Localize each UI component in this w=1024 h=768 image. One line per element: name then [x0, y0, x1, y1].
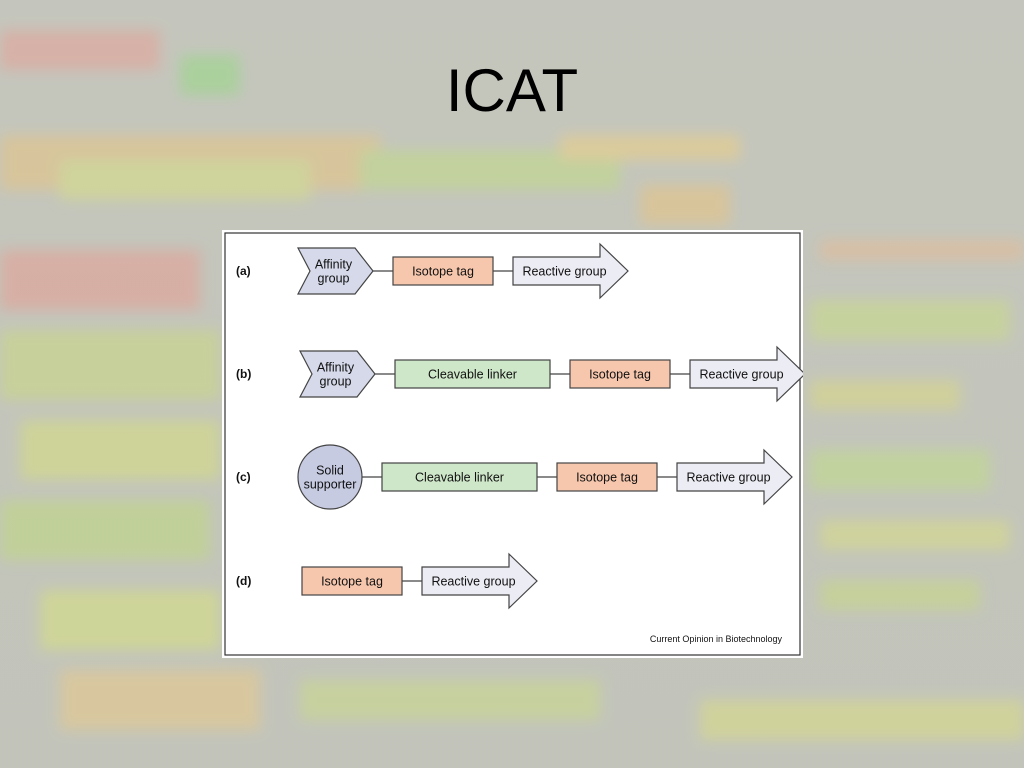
affinity-group-label: group [320, 375, 352, 389]
reactive-group-label: Reactive group [431, 575, 515, 589]
cleavable-linker-box [394, 359, 551, 389]
affinity-group-label: Affinity [315, 258, 353, 272]
isotope-tag-box [301, 566, 403, 596]
affinity-group-label: Affinity [317, 361, 355, 375]
isotope-tag-label: Isotope tag [589, 368, 651, 382]
cleavable-linker-label: Cleavable linker [415, 471, 504, 485]
solid-supporter-label: supporter [304, 478, 357, 492]
reactive-group-arrow [676, 448, 793, 506]
reactive-group-label: Reactive group [699, 368, 783, 382]
row-label: (c) [236, 470, 251, 484]
row-label: (d) [236, 574, 251, 588]
reactive-group-arrow [689, 345, 803, 403]
isotope-tag-label: Isotope tag [576, 471, 638, 485]
solid-supporter-label: Solid [316, 464, 344, 478]
row-label: (b) [236, 367, 251, 381]
reactive-group-label: Reactive group [686, 471, 770, 485]
reactive-group-label: Reactive group [522, 265, 606, 279]
affinity-group-label: group [318, 272, 350, 286]
isotope-tag-label: Isotope tag [412, 265, 474, 279]
reactive-group-arrow [512, 242, 629, 300]
slide-title: ICAT [445, 57, 579, 124]
cleavable-linker-label: Cleavable linker [428, 368, 517, 382]
isotope-tag-label: Isotope tag [321, 575, 383, 589]
affinity-group-shape [297, 247, 374, 295]
row-label: (a) [236, 264, 251, 278]
figure-credit: Current Opinion in Biotechnology [650, 634, 783, 644]
reactive-group-arrow [421, 552, 538, 610]
affinity-group-shape [299, 350, 376, 398]
cleavable-linker-box [381, 462, 538, 492]
